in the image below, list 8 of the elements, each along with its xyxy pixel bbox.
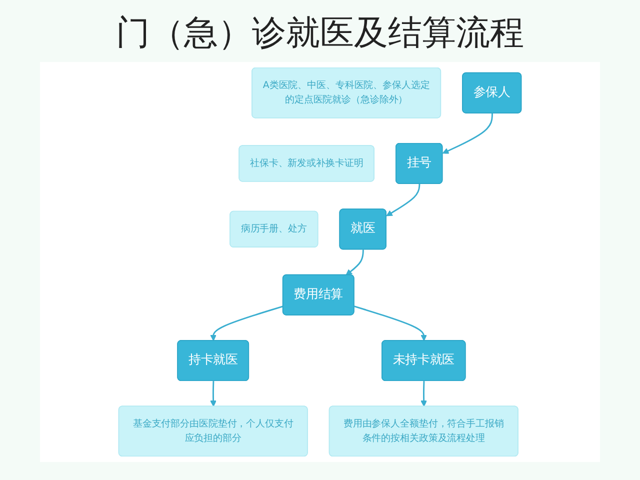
title: 门（急）诊就医及结算流程 (115, 12, 525, 55)
arrow (210, 381, 216, 407)
arrow (210, 306, 284, 342)
arrow (420, 381, 428, 407)
arrow (346, 250, 364, 276)
arrow (386, 184, 420, 216)
arrow (354, 306, 428, 342)
arrow (442, 113, 493, 154)
